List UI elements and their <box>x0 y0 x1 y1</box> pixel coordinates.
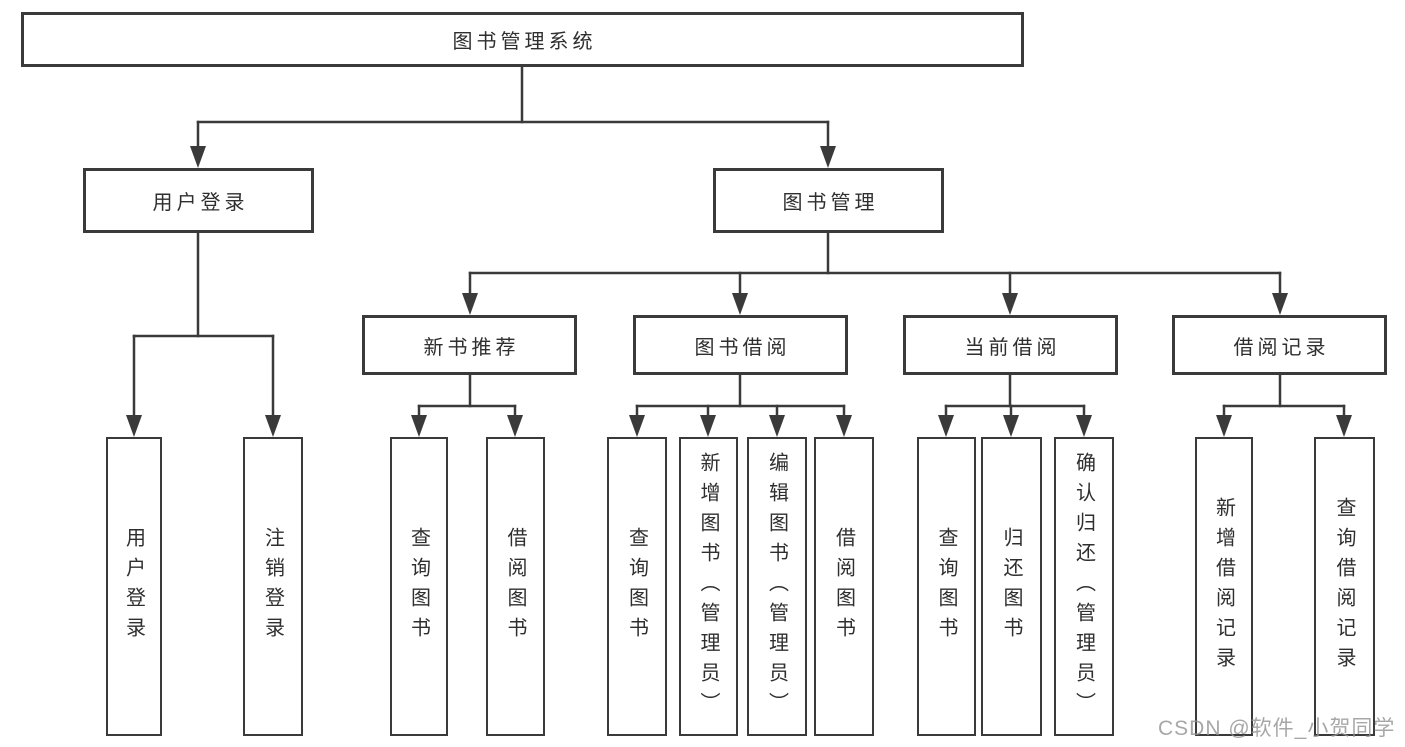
connector-current-borrow-children <box>938 373 1092 437</box>
csdn-watermark: CSDN @软件_小贺同学 <box>1158 717 1396 740</box>
node-new-book-recommendation: 新书推荐 <box>362 315 577 375</box>
node-library-management-system: 图书管理系统 <box>21 12 1024 67</box>
connector-new-book-rec-children <box>411 373 523 437</box>
leaf-current-return-books: 归还图书 <box>981 437 1042 736</box>
leaf-current-query-books: 查询图书 <box>917 437 976 736</box>
node-book-management: 图书管理 <box>713 168 944 233</box>
leaf-borrow-edit-books-admin: 编辑图书（管理员） <box>747 437 807 736</box>
node-borrowing-records: 借阅记录 <box>1172 315 1387 375</box>
leaf-rec-borrow-books: 借阅图书 <box>486 437 545 736</box>
leaf-records-query-record: 查询借阅记录 <box>1314 437 1375 736</box>
leaf-records-add-record: 新增借阅记录 <box>1195 437 1253 736</box>
leaf-rec-query-books: 查询图书 <box>390 437 448 736</box>
connector-book-mgmt-to-level3 <box>462 231 1288 315</box>
node-user-login: 用户登录 <box>83 168 314 233</box>
connector-root-to-level2 <box>190 65 836 168</box>
leaf-borrow-query-books: 查询图书 <box>607 437 667 736</box>
leaf-user-login: 用户登录 <box>106 437 162 736</box>
connector-book-borrow-children <box>629 373 852 437</box>
leaf-borrow-borrow-books: 借阅图书 <box>814 437 874 736</box>
leaf-logout: 注销登录 <box>243 437 303 736</box>
node-current-borrowing: 当前借阅 <box>903 315 1118 375</box>
node-book-borrowing: 图书借阅 <box>633 315 848 375</box>
connector-borrow-records-children <box>1216 373 1352 437</box>
leaf-current-confirm-return-admin: 确认归还（管理员） <box>1054 437 1114 736</box>
leaf-borrow-add-books-admin: 新增图书（管理员） <box>679 437 738 736</box>
connector-user-login-children <box>126 231 281 437</box>
